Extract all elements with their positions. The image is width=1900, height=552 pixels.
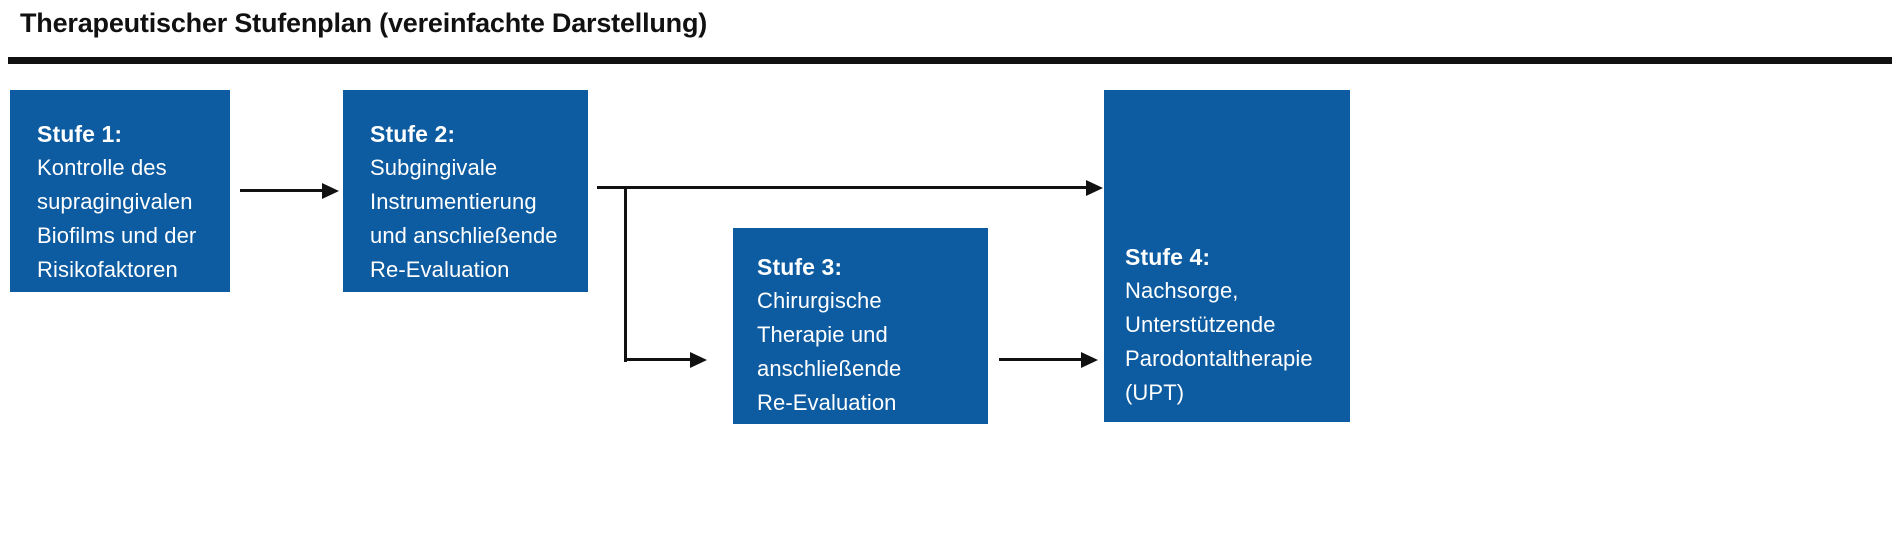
node-stufe-2-title: Stufe 2: [370, 121, 456, 147]
node-stufe-3-content: Stufe 3: Chirurgische Therapie und ansch… [757, 250, 974, 420]
node-stufe-1-line-2: supragingivalen [37, 189, 193, 214]
connector-stufe2-stufe3-arrow-icon [690, 352, 707, 368]
node-stufe-1[interactable]: Stufe 1: Kontrolle des supragingivalen B… [10, 90, 230, 292]
node-stufe-2-line-1: Subgingivale [370, 155, 498, 180]
connector-stufe2-stufe4-line [597, 186, 1099, 189]
node-stufe-4-title: Stufe 4: [1125, 244, 1211, 270]
connector-stufe2-stufe3-vertical [624, 186, 627, 362]
node-stufe-2[interactable]: Stufe 2: Subgingivale Instrumentierung u… [343, 90, 588, 292]
node-stufe-2-content: Stufe 2: Subgingivale Instrumentierung u… [370, 117, 574, 287]
node-stufe-3-line-1: Chirurgische [757, 288, 882, 313]
node-stufe-3-title: Stufe 3: [757, 254, 843, 280]
node-stufe-2-line-3: und anschließende [370, 223, 558, 248]
page-title: Therapeutischer Stufenplan (vereinfachte… [20, 8, 708, 38]
node-stufe-4-line-3: Parodontaltherapie [1125, 346, 1313, 371]
connector-stufe3-stufe4-line [999, 358, 1084, 361]
node-stufe-2-body: Subgingivale Instrumentierung und anschl… [370, 151, 574, 287]
node-stufe-4-line-1: Nachsorge, [1125, 278, 1239, 303]
node-stufe-4-content: Stufe 4: Nachsorge, Unterstützende Parod… [1125, 240, 1336, 410]
connector-stufe1-stufe2-arrow-icon [322, 183, 339, 199]
node-stufe-3[interactable]: Stufe 3: Chirurgische Therapie und ansch… [733, 228, 988, 424]
node-stufe-4-line-4: (UPT) [1125, 380, 1185, 405]
node-stufe-1-body: Kontrolle des supragingivalen Biofilms u… [37, 151, 216, 287]
node-stufe-1-title: Stufe 1: [37, 121, 123, 147]
connector-stufe3-stufe4-arrow-icon [1081, 352, 1098, 368]
node-stufe-2-line-4: Re-Evaluation [370, 257, 510, 282]
node-stufe-2-line-2: Instrumentierung [370, 189, 537, 214]
node-stufe-4-body: Nachsorge, Unterstützende Parodontalther… [1125, 274, 1336, 410]
node-stufe-1-content: Stufe 1: Kontrolle des supragingivalen B… [37, 117, 216, 287]
node-stufe-3-body: Chirurgische Therapie und anschließende … [757, 284, 974, 420]
connector-stufe2-stufe3-horizontal [624, 358, 692, 361]
node-stufe-3-line-3: anschließende [757, 356, 902, 381]
node-stufe-4[interactable]: Stufe 4: Nachsorge, Unterstützende Parod… [1104, 90, 1350, 422]
node-stufe-4-line-2: Unterstützende [1125, 312, 1276, 337]
node-stufe-3-line-4: Re-Evaluation [757, 390, 897, 415]
connector-stufe1-stufe2-line [240, 189, 325, 192]
node-stufe-1-line-4: Risikofaktoren [37, 257, 178, 282]
node-stufe-1-line-1: Kontrolle des [37, 155, 167, 180]
title-divider [8, 57, 1892, 64]
node-stufe-1-line-3: Biofilms und der [37, 223, 197, 248]
node-stufe-3-line-2: Therapie und [757, 322, 888, 347]
connector-stufe2-stufe4-arrow-icon [1086, 180, 1103, 196]
